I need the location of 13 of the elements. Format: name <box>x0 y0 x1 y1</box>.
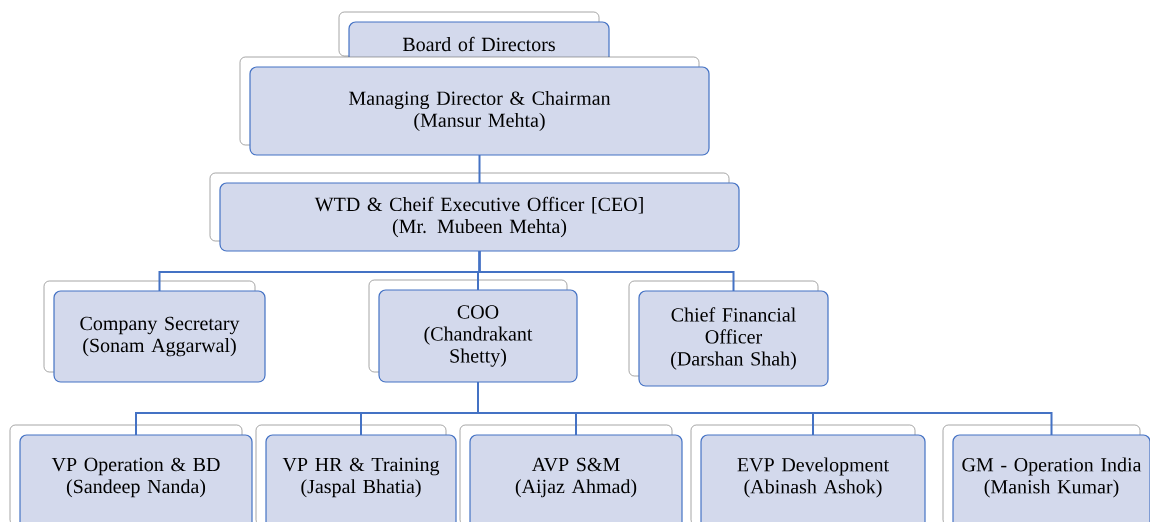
org-box: GM - Operation India (Manish Kumar) <box>942 424 1150 522</box>
org-box: Company Secretary (Sonam Aggarwal) <box>43 280 266 383</box>
connector-line <box>478 154 481 184</box>
connector-line <box>477 381 1053 436</box>
org-box: EVP Development (Abinash Ashok) <box>690 424 926 522</box>
org-box: Managing Director & Chairman (Mansur Mehta) <box>239 56 710 156</box>
connector-line <box>478 250 735 292</box>
org-box: Chief Financial Officer (Darshan Shah) <box>628 280 829 387</box>
org-box: AVP S&M (Aijaz Ahmad) <box>459 424 683 522</box>
org-box: WTD & Cheif Executive Officer [CEO] (Mr. Mubeen Mehta) <box>209 172 740 252</box>
org-box: VP HR & Training (Jaspal Bhatia) <box>255 424 457 522</box>
org-box: COO (Chandrakant Shetty) <box>368 279 578 383</box>
org-box: VP Operation & BD (Sandeep Nanda) <box>9 424 253 522</box>
